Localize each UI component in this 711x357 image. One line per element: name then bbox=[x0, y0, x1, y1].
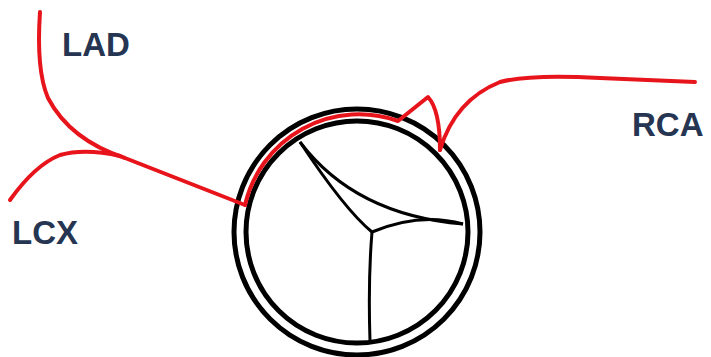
artery-label: RCA bbox=[632, 108, 704, 141]
artery-label: LAD bbox=[62, 28, 130, 61]
cusp-line bbox=[369, 232, 372, 341]
lcx-artery bbox=[10, 152, 120, 200]
artery-label: LCX bbox=[12, 216, 78, 249]
valve-cusps bbox=[300, 142, 463, 341]
cusp-line bbox=[300, 142, 463, 224]
left-main-arc bbox=[245, 97, 440, 205]
aortic-wall-inner bbox=[246, 121, 468, 343]
lad-artery bbox=[39, 12, 245, 205]
coronary-arteries bbox=[10, 12, 695, 205]
